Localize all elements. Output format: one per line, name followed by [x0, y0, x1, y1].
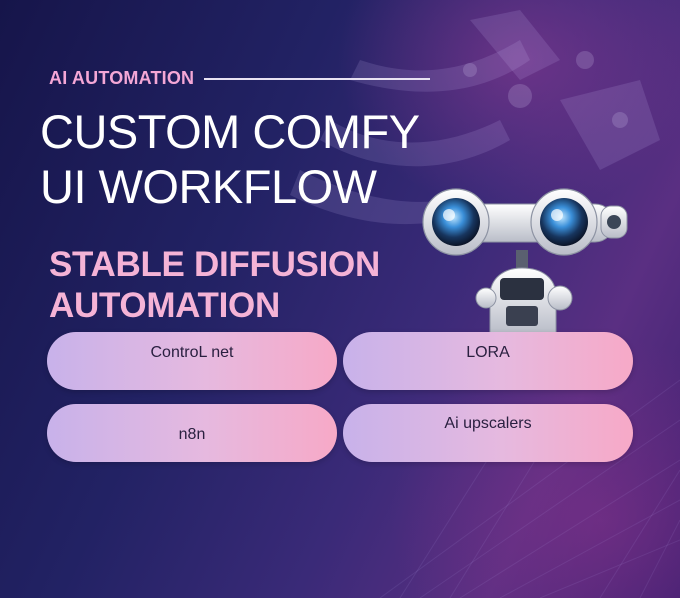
- robot-illustration: [422, 188, 628, 334]
- feature-pill-label: Ai upscalers: [444, 415, 532, 432]
- feature-pill-label: ControL net: [150, 344, 234, 361]
- feature-pill-label: n8n: [178, 426, 206, 443]
- eyebrow-divider: [204, 78, 430, 80]
- subheadline-line-1: STABLE DIFFUSION: [49, 245, 380, 284]
- subheadline: STABLE DIFFUSION AUTOMATION: [49, 244, 429, 326]
- eyebrow-label: AI AUTOMATION: [49, 68, 195, 88]
- subheadline-line-2: AUTOMATION: [49, 286, 280, 325]
- feature-pill-n8n: n8n: [47, 404, 337, 462]
- headline-line-2: UI WORKFLOW: [40, 160, 377, 213]
- feature-pill-ai-upscalers: Ai upscalers: [343, 404, 633, 462]
- feature-pill-label: LORA: [466, 344, 510, 361]
- headline: CUSTOM COMFY UI WORKFLOW: [40, 104, 460, 214]
- feature-pill-lora: LORA: [343, 332, 633, 390]
- headline-line-1: CUSTOM COMFY: [40, 105, 420, 158]
- feature-pill-controlnet: ControL net: [47, 332, 337, 390]
